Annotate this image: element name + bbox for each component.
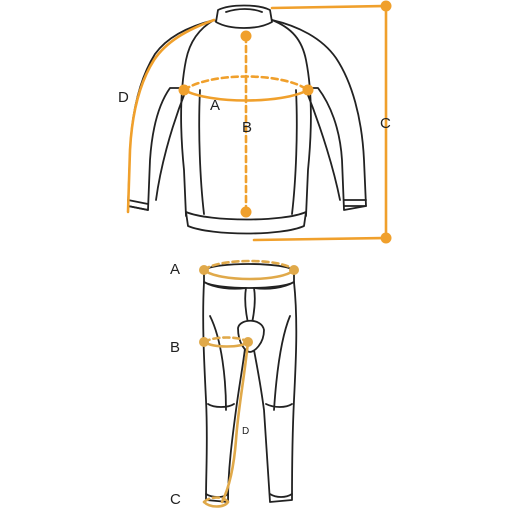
pants-measure-b-dot-left [199,337,209,347]
jacket-measure-c-dot-top [380,0,392,12]
pants-measure-a-front [202,268,296,281]
jacket-hem [185,211,307,235]
jacket-measure-c-top-guide [270,4,388,10]
pants-measure-c-line [202,500,230,508]
jacket-measure-c-bottom-guide [252,236,388,242]
pants-measure-d-line [220,340,250,504]
pants-label-b: B [170,339,180,356]
jacket-measure-a-dot-right [302,84,314,96]
jacket-right-cuff [343,199,367,207]
pants-right-leg [249,281,298,503]
jacket-label-a: A [210,97,220,114]
pants-illustration [202,263,298,503]
jacket-measure-a-dot-left [178,84,190,96]
pants-label-d: D [242,426,249,437]
pants-label-a: A [170,261,180,278]
jacket-measure-d-line [126,18,216,214]
pants-measure-a-dot-right [289,265,299,275]
jacket-measure-c-dot-bottom [380,232,392,244]
jacket-label-c: C [380,115,391,132]
jacket-measurements: A B C D [118,0,392,244]
pants-measure-c-back [202,496,230,504]
jacket-label-b: B [242,119,252,136]
pants-measure-a-dot-left [199,265,209,275]
jacket-left-cuff [127,199,149,211]
jacket-measure-b-dot-bottom [240,206,252,218]
pants-measure-a-back [202,259,296,272]
jacket-label-d: D [118,89,129,106]
jacket-measure-b-dot-top [240,30,252,42]
pants-label-c: C [170,491,181,508]
pants-measurements: A B C D [170,259,299,508]
pants-left-leg [202,281,251,503]
